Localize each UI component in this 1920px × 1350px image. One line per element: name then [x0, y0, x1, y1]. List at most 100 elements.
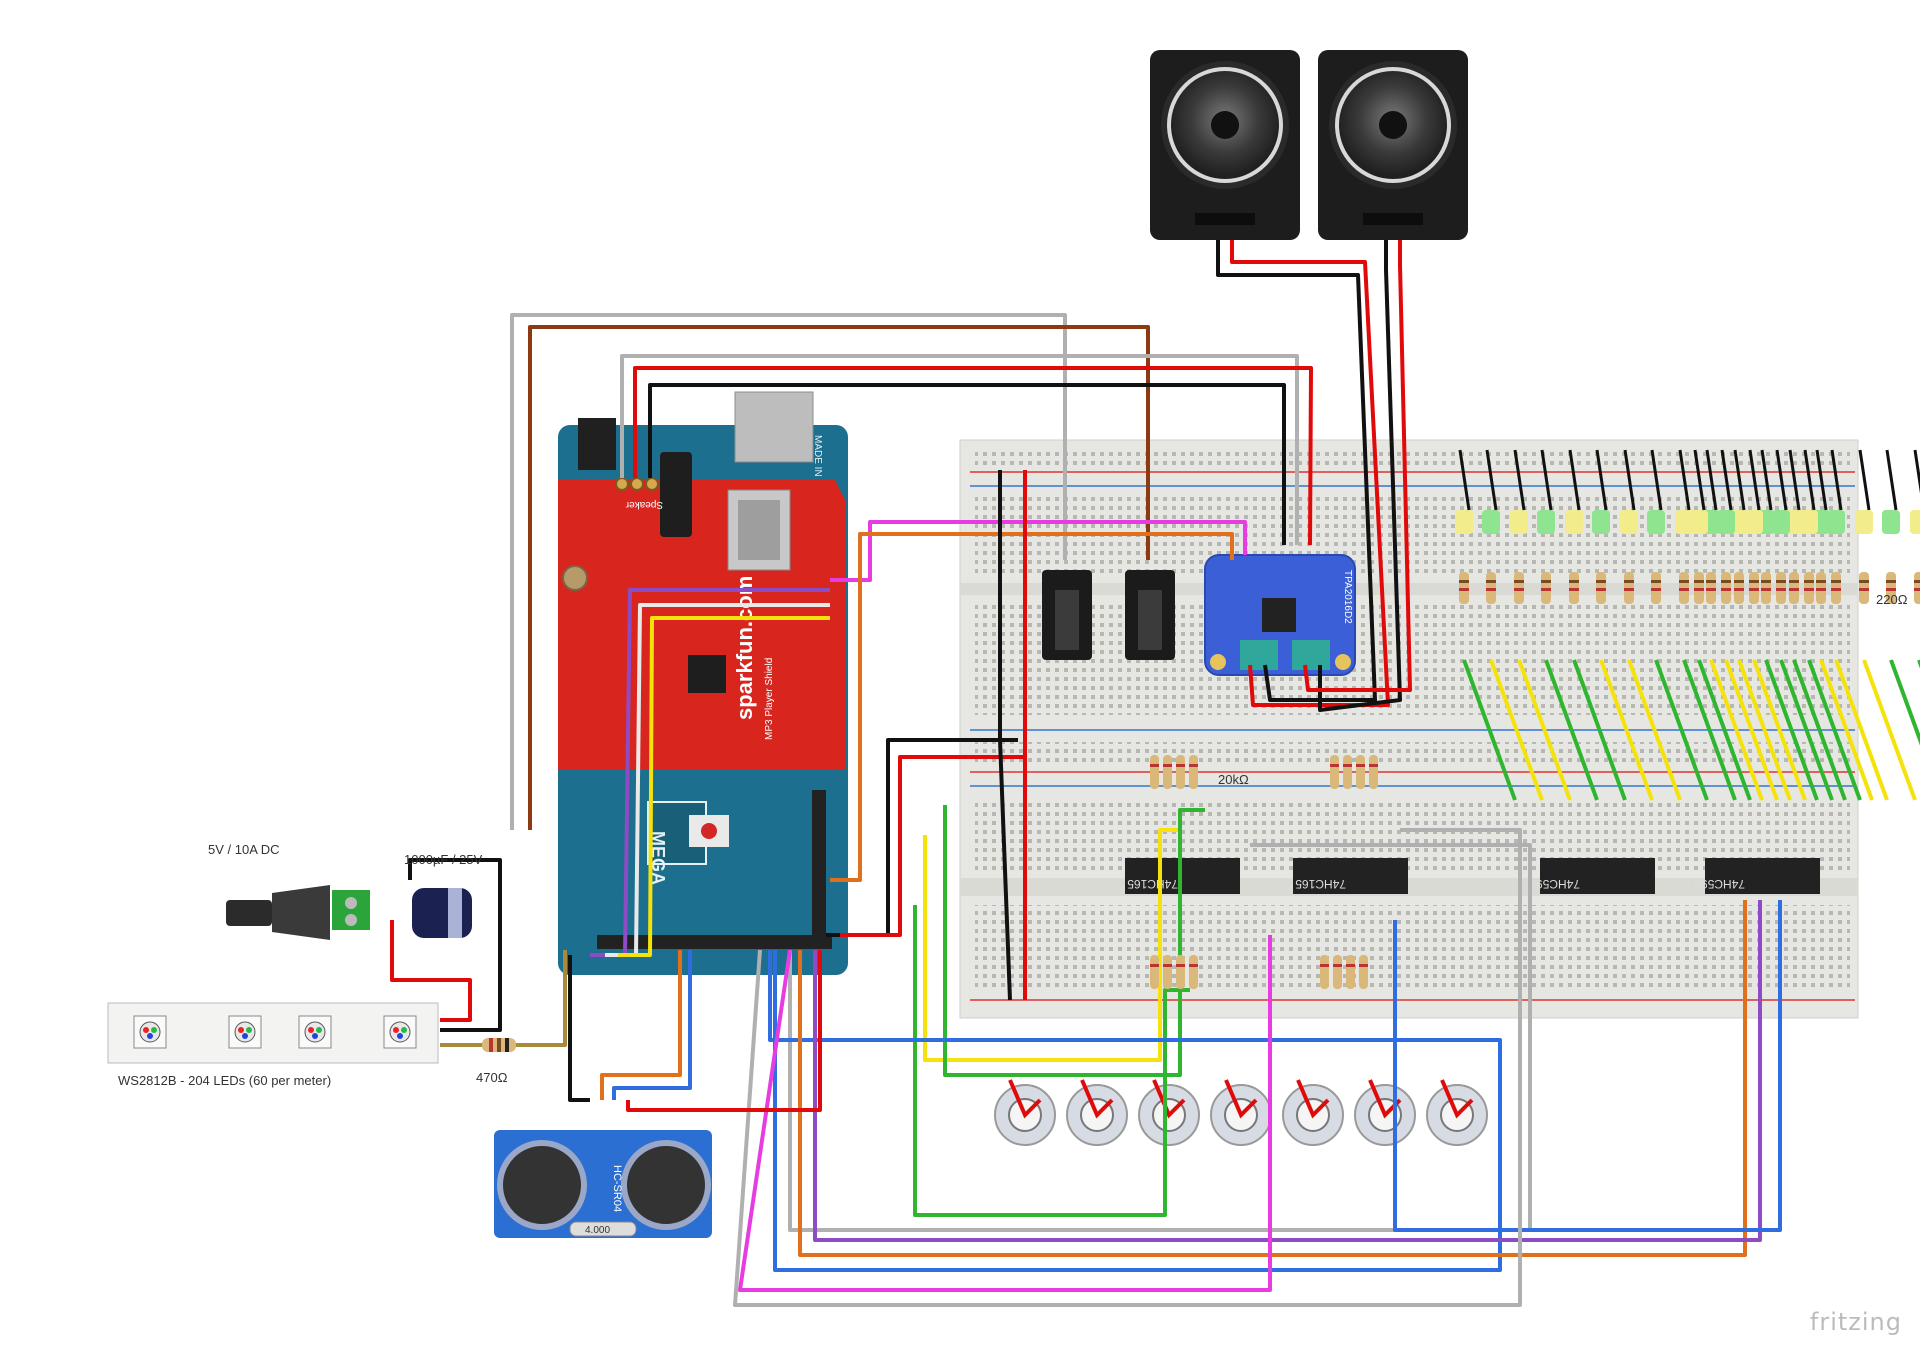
led-pixel-red: [308, 1027, 314, 1033]
led-ground-wire: [1458, 449, 1471, 511]
led: [1855, 510, 1873, 534]
resistor-band: [1486, 588, 1496, 591]
resistor: [1330, 755, 1339, 789]
led-resistor-bank: [1459, 572, 1920, 604]
wire-red-capacitor: [390, 920, 472, 1022]
resistor-band: [1333, 964, 1342, 967]
led-ground-wire: [1788, 449, 1801, 511]
led: [1675, 510, 1693, 534]
led-pixel-blue: [242, 1033, 248, 1039]
led-jumper-wire: [1572, 659, 1627, 801]
ultrasonic-sensor: 4.000 HC-SR04: [494, 1130, 712, 1238]
wire-red-top: [633, 366, 1313, 546]
led-pixel-blue: [147, 1033, 153, 1039]
resistor-band: [1596, 580, 1606, 583]
resistor-band: [1176, 964, 1185, 967]
resistor-band: [1459, 580, 1469, 583]
led: [1620, 510, 1638, 534]
led-bank: [1455, 449, 1920, 534]
resistor-band: [1789, 580, 1799, 583]
resistor: [1369, 755, 1378, 789]
resistor-band: [1776, 580, 1786, 583]
resistor-band: [1721, 580, 1731, 583]
led-pixel-green: [246, 1027, 252, 1033]
wire-orange-low: [798, 900, 1747, 1257]
resistor-band: [1514, 588, 1524, 591]
led-jumper-wire: [1764, 659, 1819, 801]
led-jumper-wire: [1627, 659, 1682, 801]
resistor-band: [1914, 580, 1920, 583]
resistor-band: [1679, 580, 1689, 583]
led-pixel-red: [143, 1027, 149, 1033]
chip-74hc595-a: 74HC595: [1529, 858, 1655, 894]
amp-name: TPA2016D2: [1342, 570, 1353, 624]
led: [1827, 510, 1845, 534]
led-pixel-lens: [389, 1021, 411, 1043]
resistor: [1359, 955, 1368, 989]
fritzing-watermark: fritzing: [1809, 1308, 1902, 1336]
led-resistor-label: 220Ω: [1876, 592, 1908, 607]
encoder-red-wire: [1008, 1079, 1042, 1119]
led-ground-wire: [1913, 449, 1920, 494]
led: [1910, 510, 1920, 534]
wire-black-power: [998, 470, 1012, 1001]
wire-ledstrip-data: [440, 950, 567, 1047]
potentiometer-1: [1042, 570, 1092, 660]
wire-magenta-low: [738, 935, 1272, 1292]
led-jumper-wire: [1544, 659, 1599, 801]
chip-74hc165-b: 74HC165: [1293, 858, 1408, 894]
led-ground-wire: [1678, 449, 1691, 511]
led: [1565, 510, 1583, 534]
pot-resistor-bank: [1150, 755, 1378, 989]
speaker-right: [1318, 50, 1468, 240]
led-jumper-wire: [1792, 659, 1847, 801]
audio-amplifier: TPA2016D2: [1204, 554, 1356, 676]
wire-sensor-orange: [600, 950, 682, 1100]
wire-blue-right: [1393, 900, 1782, 1232]
led-jumper-wire: [1752, 659, 1807, 801]
resistor-band: [1624, 588, 1634, 591]
led-ground-wire: [1705, 449, 1718, 511]
resistor-band: [1189, 964, 1198, 967]
led: [1717, 510, 1735, 534]
led-pixel-lens: [139, 1021, 161, 1043]
resistor-band: [1459, 588, 1469, 591]
led-pixel-green: [401, 1027, 407, 1033]
resistor-band: [1859, 588, 1869, 591]
led-jumper-wire: [1599, 659, 1654, 801]
wire-yellow: [618, 616, 830, 957]
led-jumper-wire: [1709, 659, 1764, 801]
resistor-band: [1150, 964, 1159, 967]
resistor-band: [1541, 580, 1551, 583]
resistor-band: [1776, 588, 1786, 591]
led: [1690, 510, 1708, 534]
wire-sensor-blue: [612, 950, 692, 1100]
led: [1772, 510, 1790, 534]
speaker-left: [1150, 50, 1300, 240]
led-jumper-wire: [1807, 659, 1862, 801]
strip-resistor-label: 470Ω: [476, 1070, 508, 1085]
led-ground-wire: [1803, 449, 1816, 511]
sensor-name: HC-SR04: [611, 1165, 623, 1212]
strip-resistor: [482, 1038, 516, 1052]
wire-sensor-red: [626, 950, 822, 1112]
led-strip-label: WS2812B - 204 LEDs (60 per meter): [118, 1073, 332, 1088]
led-jumper-wire: [1489, 659, 1544, 801]
pot-resistor-label: 20kΩ: [1218, 772, 1249, 787]
mp3-player-shield: Speaker sparkfun.com MP3 Player Shield: [558, 452, 845, 770]
potentiometer-2: [1125, 570, 1175, 660]
resistor-band: [1359, 964, 1368, 967]
led-ground-wire: [1858, 449, 1871, 511]
led-ground-wire: [1733, 449, 1746, 511]
resistor-band: [1831, 588, 1841, 591]
wire-green-low-2: [913, 905, 1190, 1217]
led-jumper-wire: [1889, 659, 1920, 746]
resistor-band: [1694, 588, 1704, 591]
led-jumper-wire: [1682, 659, 1737, 801]
resistor-band: [1761, 588, 1771, 591]
led: [1482, 510, 1500, 534]
led: [1745, 510, 1763, 534]
wire-gray-bottom: [733, 828, 1522, 1307]
resistor-band: [1541, 588, 1551, 591]
